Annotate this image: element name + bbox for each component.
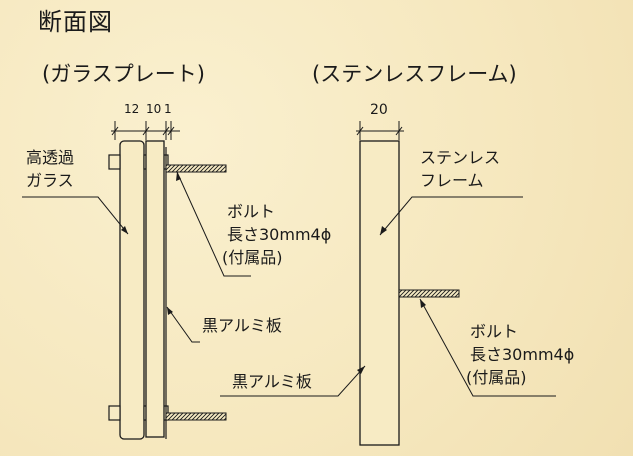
glass-leaders [22, 171, 251, 343]
frame-leaders [220, 196, 556, 397]
glass-plate [119, 140, 145, 440]
frame-label-line2: フレーム [420, 171, 484, 190]
frame-dimension-line [356, 121, 404, 140]
frame-bolt-line2: 長さ30mm4ϕ [470, 345, 575, 364]
frame-dim: 20 [370, 102, 388, 118]
glass-bolt-line2: 長さ30mm4ϕ [227, 225, 332, 244]
glass-dim-b: 10 [146, 102, 162, 116]
glass-bolt-line3: (付属品) [222, 248, 283, 267]
bolt-cap-bottom [108, 405, 121, 421]
glass-dim-a: 12 [124, 102, 140, 116]
stainless-frame-heading: (ステンレスフレーム) [312, 62, 517, 86]
glass-label-line2: ガラス [26, 171, 74, 190]
frame-black-alu-label: 黒アルミ板 [232, 372, 312, 391]
frame-bolt-line1: ボルト [470, 322, 519, 341]
glass-plate-heading: (ガラスプレート) [42, 62, 205, 86]
stainless-frame [359, 140, 400, 446]
frame-bolt-line3: (付属品) [466, 368, 527, 387]
frame-bolt [398, 289, 460, 298]
diagram-title: 断面図 [38, 8, 113, 36]
frame-label-line1: ステンレス [420, 148, 501, 167]
glass-bolt-line1: ボルト [227, 202, 276, 221]
glass-dimension-line [111, 121, 180, 140]
black-aluminium-plate [145, 140, 165, 438]
glass-black-alu-label: 黒アルミ板 [202, 316, 282, 335]
bolt-bottom [165, 412, 227, 421]
glass-dim-c: 1 [164, 102, 172, 116]
bolt-top [165, 164, 227, 173]
bolt-cap-top [108, 154, 121, 170]
glass-label-line1: 高透過 [26, 148, 75, 167]
